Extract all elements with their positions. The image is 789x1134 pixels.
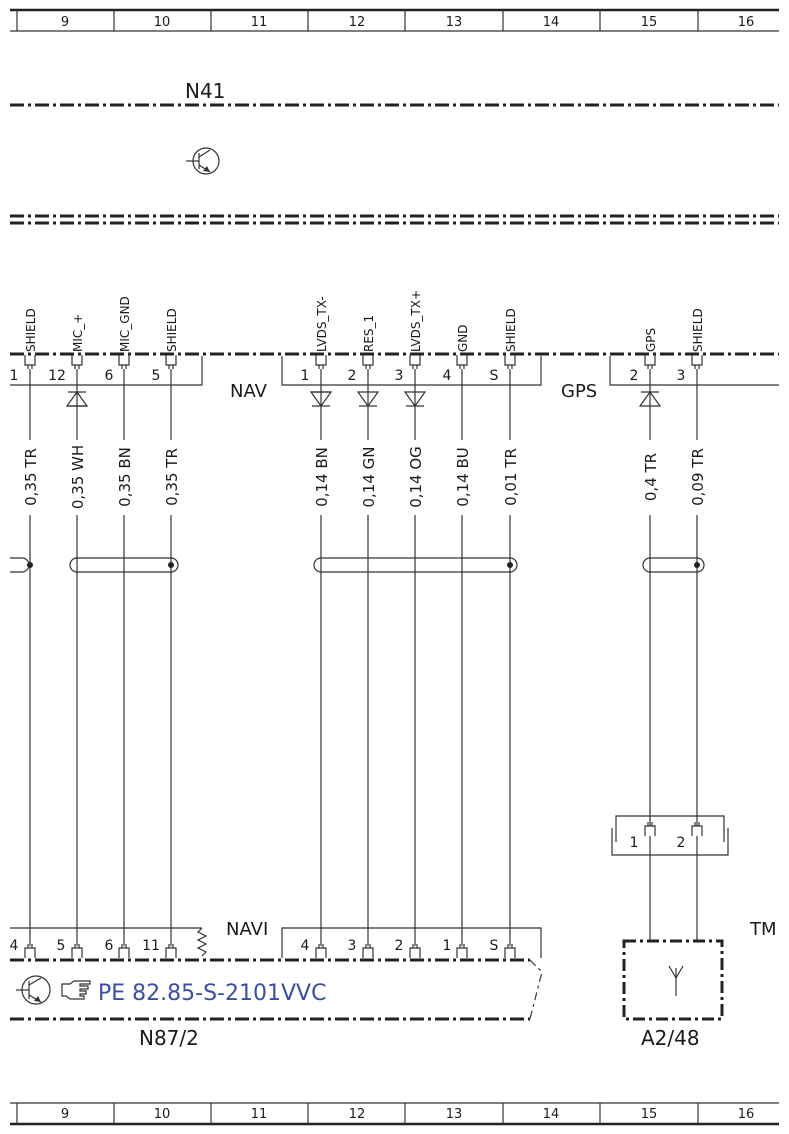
wire-label: 0,09 TR: [689, 448, 707, 506]
connector-lower-left: 4 5 6 11: [10, 927, 208, 957]
reference-link[interactable]: PE 82.85-S-2101VVC: [98, 981, 326, 1006]
wire-label: 0,01 TR: [502, 448, 520, 506]
pin-number: 11: [142, 938, 160, 954]
signal-label: MIC_+: [71, 314, 85, 352]
wire-label: 0,14 OG: [407, 446, 425, 508]
module-n41: N41: [10, 79, 779, 225]
pin-number: 3: [348, 938, 357, 954]
pointing-hand-icon: [61, 980, 91, 1000]
grid-bottom-cell: 15: [641, 1107, 658, 1122]
signal-label: SHIELD: [691, 308, 705, 352]
device-label-n41: N41: [185, 79, 225, 103]
pin-number: 4: [10, 938, 19, 954]
signal-label: SHIELD: [504, 308, 518, 352]
grid-bottom-cell: 16: [738, 1107, 755, 1122]
pin-number: 1: [443, 938, 452, 954]
pin-number: 2: [395, 938, 404, 954]
pin-number: 1: [630, 835, 639, 851]
pin-number: 6: [105, 368, 114, 384]
pin-number: 6: [105, 938, 114, 954]
grid-top: 9 10 11 12 13 14 15 16: [10, 8, 779, 32]
connector-nav: NAV 1 2 3 4 S LVDS_TX- RES_1 LVDS_TX+ GN…: [230, 290, 542, 402]
upper-pin-contacts: [24, 355, 703, 369]
grid-top-cell: 9: [61, 15, 69, 30]
grid-top-cell: 13: [446, 15, 463, 30]
signal-label: SHIELD: [165, 308, 179, 352]
signal-direction-markers: [65, 390, 662, 408]
wire-label: 0,35 BN: [116, 447, 134, 507]
wire-label: 0,35 TR: [22, 448, 40, 506]
pin-number: 3: [395, 368, 404, 384]
device-label-tm: TM: [749, 919, 777, 940]
module-a2-48: A2/48: [622, 939, 724, 1050]
signal-label: RES_1: [362, 315, 376, 352]
wire-label: 0,4 TR: [642, 453, 660, 501]
connector-navi: NAVI 4 3 2 1 S: [226, 919, 542, 958]
grid-top-cell: 12: [349, 15, 366, 30]
pin-number: S: [490, 368, 499, 384]
pin-number: 1: [10, 368, 19, 384]
pin-number: 2: [677, 835, 686, 851]
grid-bottom-cell: 9: [61, 1107, 69, 1122]
grid-top-cell: 10: [154, 15, 171, 30]
grid-bottom-cell: 13: [446, 1107, 463, 1122]
grid-bottom: 9 10 11 12 13 14 15 16: [10, 1102, 779, 1126]
grid-top-cell: 11: [251, 15, 268, 30]
signal-label: GND: [456, 324, 470, 352]
wire-label: 0,14 GN: [360, 446, 378, 507]
signal-label: LVDS_TX-: [315, 296, 329, 352]
lower-pin-contacts: [24, 944, 516, 958]
grid-top-cell: 14: [543, 15, 560, 30]
grid-top-cell: 15: [641, 15, 658, 30]
connector-middle: 1 2: [611, 815, 729, 856]
signal-label: MIC_GND: [118, 296, 132, 352]
pin-number: 2: [348, 368, 357, 384]
connector-label-navi: NAVI: [226, 919, 268, 940]
pin-number: 1: [301, 368, 310, 384]
grid-bottom-cell: 10: [154, 1107, 171, 1122]
pin-number: 12: [48, 368, 66, 384]
signal-label: GPS: [644, 328, 658, 352]
antenna-icon: [668, 965, 684, 996]
device-label-n87-2: N87/2: [139, 1026, 199, 1050]
grid-bottom-cell: 12: [349, 1107, 366, 1122]
pin-number: 3: [677, 368, 686, 384]
grid-bottom-cell: 11: [251, 1107, 268, 1122]
module-n87-2: PE 82.85-S-2101VVC N87/2: [10, 958, 543, 1050]
signal-label: SHIELD: [24, 308, 38, 352]
device-label-a2-48: A2/48: [641, 1026, 700, 1050]
pin-number: 2: [630, 368, 639, 384]
connector-label-nav: NAV: [230, 381, 268, 402]
pin-number: 5: [57, 938, 66, 954]
transistor-icon: [16, 975, 51, 1005]
grid-bottom-cell: 14: [543, 1107, 560, 1122]
wire-label: 0,35 WH: [69, 445, 87, 509]
wire-label: 0,35 TR: [163, 448, 181, 506]
pin-number: 4: [301, 938, 310, 954]
pin-number: S: [490, 938, 499, 954]
wire-label: 0,14 BN: [313, 447, 331, 507]
wire-label: 0,14 BU: [454, 447, 472, 506]
connector-label-gps: GPS: [561, 381, 597, 402]
connector-gps: GPS 2 3 GPS SHIELD: [561, 308, 779, 402]
signal-label: LVDS_TX+: [409, 290, 423, 352]
pin-number: 4: [443, 368, 452, 384]
grid-top-cell: 16: [738, 15, 755, 30]
wire-labels: 0,35 TR 0,35 WH 0,35 BN 0,35 TR 0,14 BN …: [22, 445, 707, 509]
connector-upper-left: 1 12 6 5 SHIELD MIC_+ MIC_GND SHIELD: [10, 296, 203, 386]
transistor-icon: [186, 147, 220, 175]
pin-number: 5: [152, 368, 161, 384]
shielding-markers: [10, 557, 705, 573]
